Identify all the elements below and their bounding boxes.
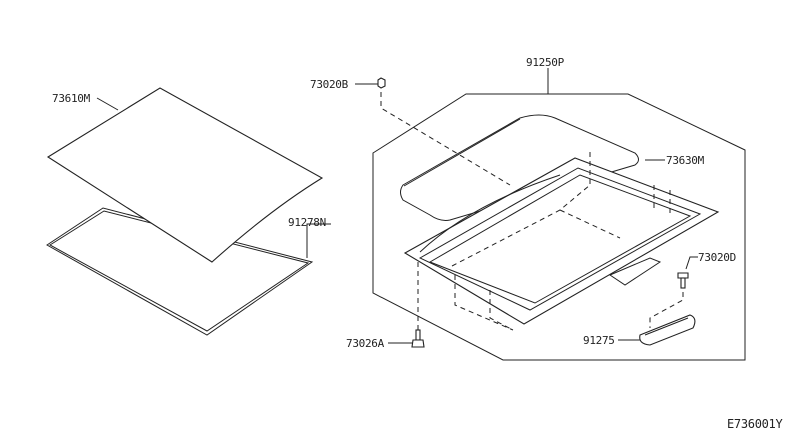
label-73610M: 73610M (52, 92, 90, 105)
bolt-right-icon (677, 272, 689, 289)
figure-code: E736001Y (727, 417, 783, 431)
label-91278N: 91278N (288, 216, 326, 229)
roof-seal-drawing (46, 207, 314, 336)
weatherstrip-drawing (400, 114, 639, 221)
label-73020B: 73020B (310, 78, 348, 91)
glass-panel-drawing (46, 87, 324, 263)
bolt-left-icon (411, 329, 425, 348)
label-91250P: 91250P (526, 56, 564, 69)
nut-icon (377, 77, 386, 89)
assembly-boundary (372, 93, 746, 361)
sunroof-frame-drawing (403, 152, 720, 331)
label-73630M: 73630M (666, 154, 704, 167)
label-73026A: 73026A (346, 337, 384, 350)
label-73020D: 73020D (698, 251, 736, 264)
bracket-drawing (639, 314, 696, 346)
label-91275: 91275 (583, 334, 615, 347)
